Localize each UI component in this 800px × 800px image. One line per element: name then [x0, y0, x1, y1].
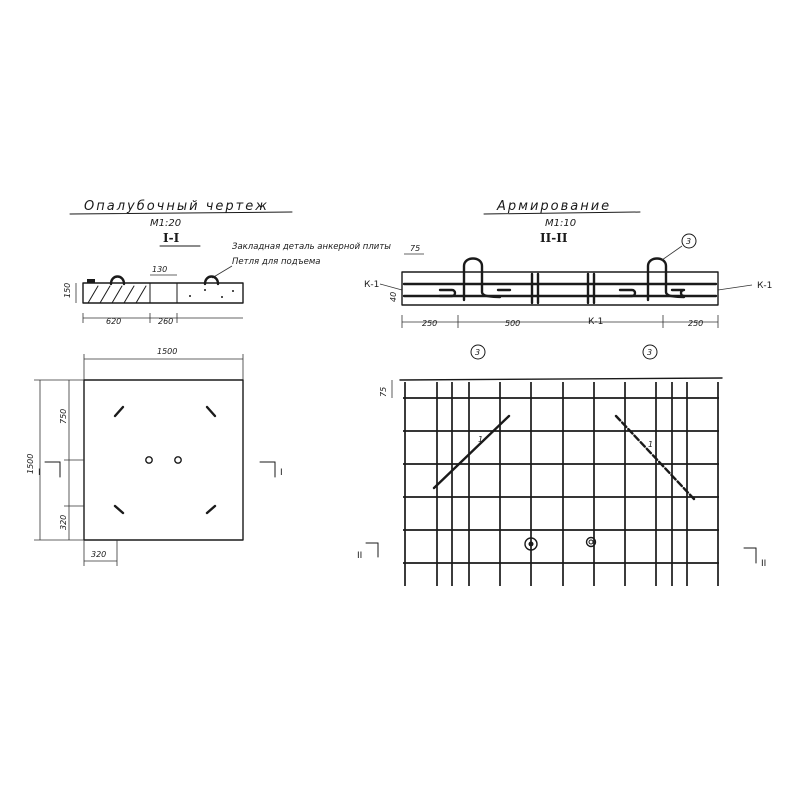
embedded-plate [87, 279, 95, 283]
mesh-label-mid: К-1 [588, 317, 603, 327]
note-lifting-loop: Петля для подъема [232, 257, 320, 267]
dim-130: 130 [152, 265, 167, 274]
dim-320-horizontal: 320 [91, 550, 106, 559]
svg-text:3: 3 [686, 237, 691, 246]
lifting-loop-hole-left [145, 456, 153, 464]
cut-label-I-left: I [38, 468, 41, 478]
dim-620: 620 [106, 317, 121, 326]
embedded-part-nw [113, 405, 125, 418]
diagonal-bar-left [432, 414, 511, 490]
dim-1500-width: 1500 [157, 347, 177, 356]
diagonal-bar-right [614, 414, 696, 501]
section-II-slab: 75 К-1 К-1 40 3 250 [364, 233, 772, 360]
lifting-loop-left [109, 275, 126, 286]
reinforcement-section-label: II-II [540, 231, 568, 245]
mesh-vertical-bars [404, 382, 719, 586]
embedded-part-ne [205, 405, 217, 418]
lifting-loop-right-section [646, 257, 686, 302]
reinforcement-plan: 75 [357, 377, 766, 586]
mesh-label-right: К-1 [757, 281, 772, 291]
reinforcement-title: Армирование [496, 199, 611, 214]
dim-150: 150 [63, 283, 72, 298]
position-callout-a [470, 344, 486, 360]
lifting-loop-anchor-right [585, 536, 597, 548]
svg-text:3: 3 [475, 348, 480, 357]
formwork-section-label: I-I [163, 231, 180, 245]
reinforcement-scale: М1:10 [545, 218, 576, 229]
lifting-loop-hole-right [174, 456, 182, 464]
formwork-title-underline [69, 211, 293, 215]
dim-500: 500 [505, 319, 520, 328]
cut-label-II-right: II [761, 559, 766, 569]
dim-75: 75 [410, 244, 420, 253]
cut-label-I-right: I [280, 468, 283, 478]
embedded-part-se [205, 504, 217, 515]
position-callout-top [681, 233, 697, 249]
dim-75-vertical: 75 [379, 387, 388, 397]
mesh-plan-top-edge [399, 377, 723, 381]
mesh-hook-details [438, 288, 686, 298]
note-leader [211, 265, 233, 279]
cut-label-II-left: II [357, 551, 362, 561]
formwork-scale: М1:20 [150, 218, 181, 229]
embedded-part-sw [113, 504, 125, 515]
slab-section-outline [82, 282, 244, 304]
svg-text:3: 3 [647, 348, 652, 357]
lifting-loop-anchor-left [524, 537, 538, 551]
section-I-slab: 130 150 620 260 [63, 265, 244, 326]
formwork-title: Опалубочный чертеж [84, 199, 269, 214]
note-embedded-part: Закладная деталь анкерной плиты [232, 242, 391, 252]
position-callout-b [642, 344, 658, 360]
formwork-drawing: Опалубочный чертеж М1:20 I-I Закладная д… [26, 199, 391, 566]
dim-250-left: 250 [422, 319, 437, 328]
bar-mark-left: 1 [478, 435, 483, 444]
dim-750: 750 [59, 409, 68, 424]
dim-320-vertical: 320 [59, 515, 68, 530]
formwork-plan: 1500 1500 750 320 320 I [26, 347, 283, 566]
slab-rebar-section-outline [401, 271, 719, 306]
lifting-loop-left-section [462, 257, 502, 302]
dim-1500-height: 1500 [26, 454, 35, 474]
mesh-label-left: К-1 [364, 280, 379, 290]
dim-40: 40 [389, 292, 398, 302]
bar-mark-right: 1 [648, 440, 653, 449]
dim-250-right: 250 [688, 319, 703, 328]
mesh-horizontal-bars [403, 397, 719, 564]
reinforcement-drawing: Армирование М1:10 II-II 75 К-1 К-1 40 3 [357, 199, 772, 586]
slab-plan-outline [83, 379, 244, 541]
reinforcement-title-underline [483, 211, 641, 215]
dim-260: 260 [158, 317, 173, 326]
lifting-loop-right [203, 275, 220, 286]
